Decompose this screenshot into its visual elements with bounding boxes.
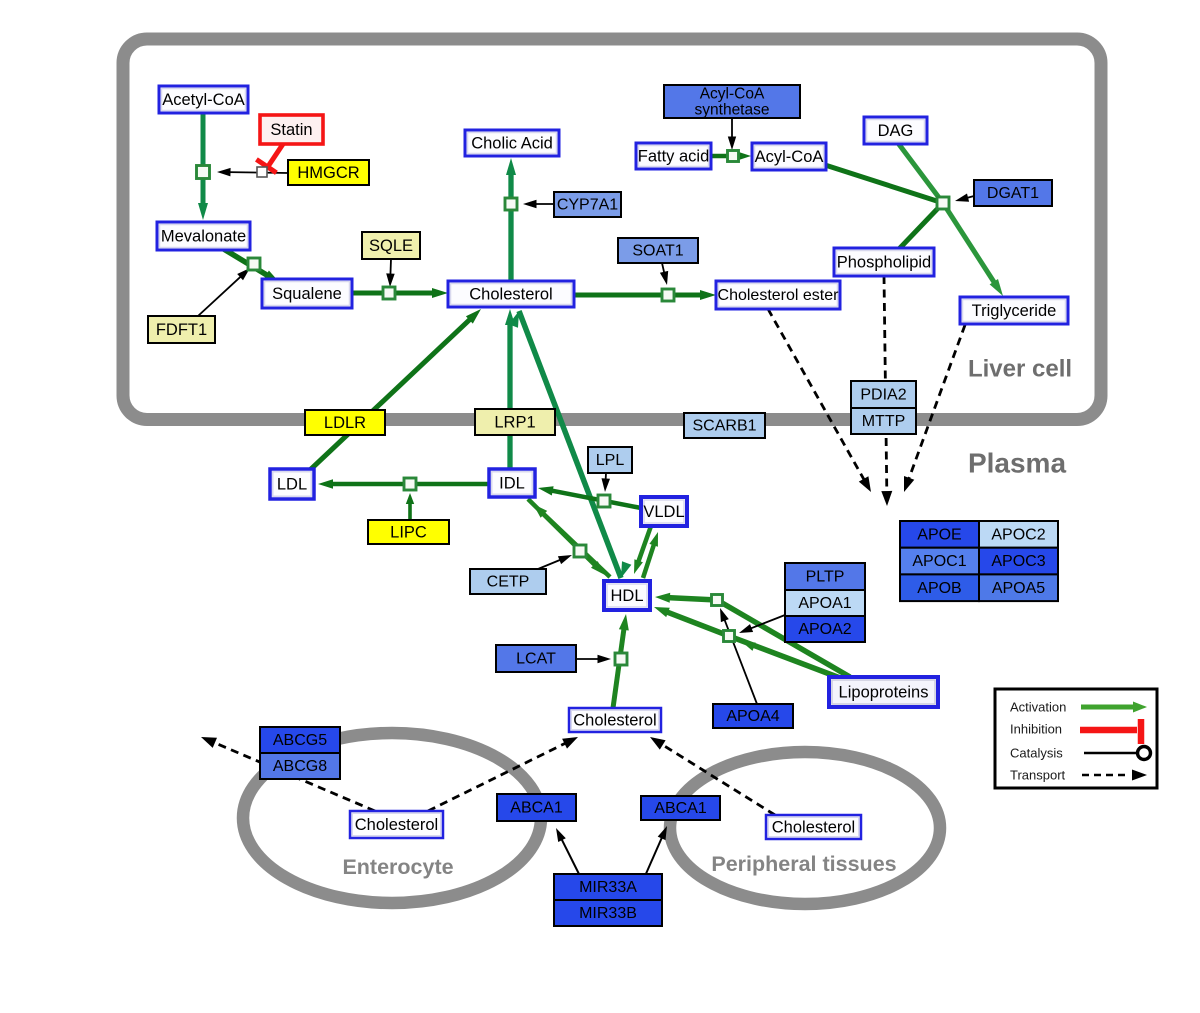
svg-text:IDL: IDL (499, 475, 525, 493)
svg-text:ABCA1: ABCA1 (510, 800, 563, 817)
svg-text:Statin: Statin (270, 121, 312, 139)
svg-text:ABCG5: ABCG5 (273, 732, 327, 749)
svg-text:ABCG8: ABCG8 (273, 758, 327, 775)
svg-text:SCARB1: SCARB1 (692, 418, 756, 435)
svg-text:Activation: Activation (1010, 700, 1066, 715)
svg-text:PDIA2: PDIA2 (860, 387, 906, 404)
svg-text:APOB: APOB (917, 580, 961, 597)
svg-text:DAG: DAG (878, 122, 914, 140)
svg-text:Enterocyte: Enterocyte (342, 855, 453, 879)
svg-text:DGAT1: DGAT1 (987, 185, 1039, 202)
svg-text:LDLR: LDLR (324, 414, 366, 432)
svg-text:Plasma: Plasma (968, 448, 1066, 479)
svg-text:MIR33B: MIR33B (579, 905, 637, 922)
svg-text:Liver cell: Liver cell (968, 356, 1072, 383)
svg-text:Acetyl-CoA: Acetyl-CoA (162, 91, 245, 109)
svg-text:APOC1: APOC1 (912, 553, 966, 570)
svg-text:Mevalonate: Mevalonate (161, 228, 246, 246)
svg-text:Phospholipid: Phospholipid (837, 254, 932, 272)
svg-text:CYP7A1: CYP7A1 (557, 197, 618, 214)
svg-text:Squalene: Squalene (272, 285, 342, 303)
svg-text:SOAT1: SOAT1 (632, 243, 683, 260)
svg-text:APOC2: APOC2 (991, 527, 1045, 544)
svg-text:HMGCR: HMGCR (297, 164, 359, 182)
svg-text:PLTP: PLTP (806, 569, 845, 586)
svg-text:Inhibition: Inhibition (1010, 722, 1062, 737)
svg-text:Cholesterol: Cholesterol (772, 819, 855, 837)
svg-text:Cholesterol: Cholesterol (355, 816, 438, 834)
svg-text:Acyl-CoA: Acyl-CoA (700, 86, 765, 103)
svg-text:Cholesterol ester: Cholesterol ester (718, 287, 840, 304)
svg-text:LCAT: LCAT (516, 651, 556, 668)
svg-text:Lipoproteins: Lipoproteins (839, 684, 929, 702)
svg-text:Catalysis: Catalysis (1010, 746, 1063, 761)
svg-text:Triglyceride: Triglyceride (972, 302, 1057, 320)
svg-text:synthetase: synthetase (695, 102, 770, 119)
svg-text:Cholesterol: Cholesterol (469, 286, 552, 304)
svg-text:MIR33A: MIR33A (579, 879, 637, 896)
svg-text:APOA2: APOA2 (798, 621, 851, 638)
svg-text:Cholic Acid: Cholic Acid (471, 135, 553, 153)
svg-text:Peripheral tissues: Peripheral tissues (711, 852, 896, 876)
svg-text:LDL: LDL (277, 476, 307, 494)
svg-text:MTTP: MTTP (862, 413, 906, 430)
svg-text:FDFT1: FDFT1 (156, 321, 207, 339)
svg-text:LRP1: LRP1 (494, 414, 535, 432)
svg-text:APOA4: APOA4 (726, 708, 779, 725)
svg-text:APOA5: APOA5 (992, 580, 1045, 597)
svg-text:Fatty acid: Fatty acid (638, 148, 710, 166)
svg-text:APOA1: APOA1 (798, 595, 851, 612)
svg-text:APOE: APOE (917, 527, 961, 544)
svg-text:APOC3: APOC3 (991, 553, 1045, 570)
svg-text:Acyl-CoA: Acyl-CoA (755, 148, 824, 166)
svg-text:SQLE: SQLE (369, 237, 413, 255)
svg-text:ABCA1: ABCA1 (654, 800, 707, 817)
svg-text:VLDL: VLDL (643, 503, 684, 521)
svg-text:LPL: LPL (596, 452, 625, 469)
svg-text:Transport: Transport (1010, 768, 1066, 783)
svg-text:HDL: HDL (610, 587, 643, 605)
svg-text:Cholesterol: Cholesterol (573, 712, 656, 730)
svg-text:LIPC: LIPC (390, 524, 427, 542)
svg-text:CETP: CETP (487, 574, 530, 591)
